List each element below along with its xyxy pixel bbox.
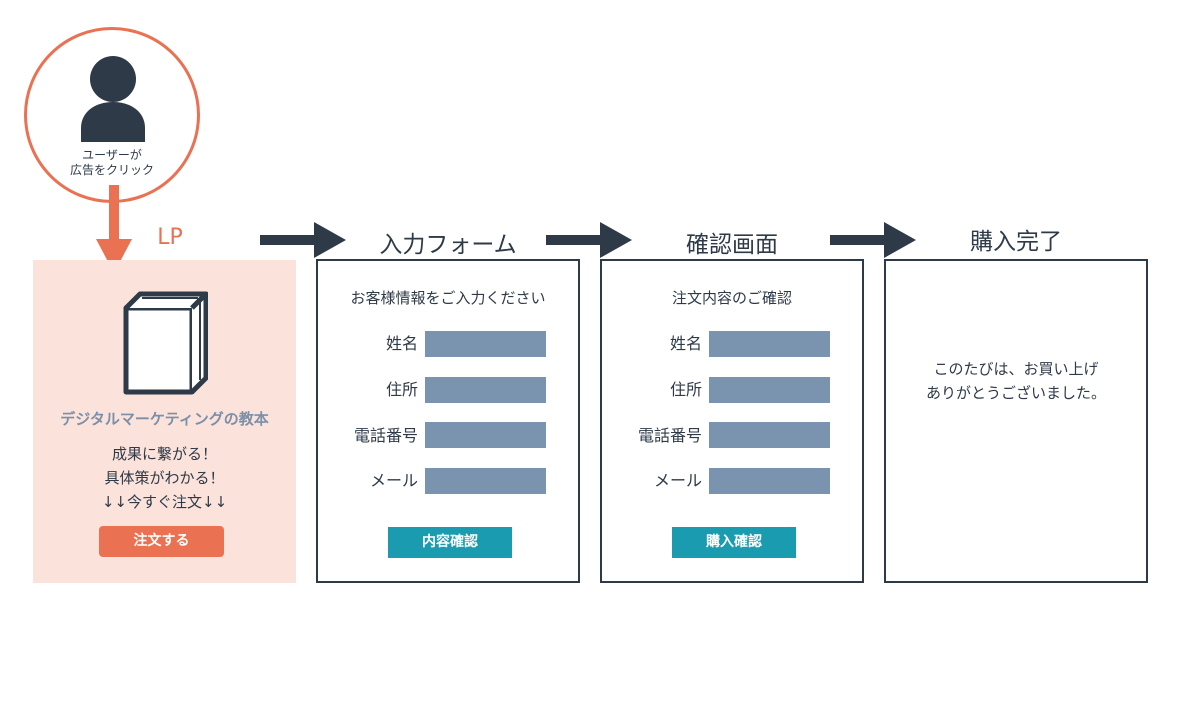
confirm-label-email: メール — [653, 471, 702, 490]
address-field[interactable] — [425, 377, 546, 403]
confirm-label-phone: 電話番号 — [637, 426, 702, 445]
phone-field[interactable] — [425, 422, 546, 448]
lp-book-title: デジタルマーケティングの教本 — [60, 410, 269, 428]
user-icon — [81, 56, 145, 142]
purchase-button[interactable]: 購入確認 — [672, 527, 796, 558]
input-label-phone: 電話番号 — [353, 426, 418, 445]
confirm-panel: 注文内容のご確認 姓名 住所 電話番号 メール 購入確認 — [600, 259, 864, 583]
review-button[interactable]: 内容確認 — [388, 527, 512, 558]
lp-copy-line-3: ↓↓今すぐ注文↓↓ — [101, 493, 228, 511]
thank-you-message: このたびは、お買い上げ ありがとうございました。 — [886, 357, 1146, 405]
confirm-phone-value — [709, 422, 830, 448]
down-arrow-icon — [96, 185, 132, 273]
lp-panel: デジタルマーケティングの教本 成果に繋がる！ 具体策がわかる！ ↓↓今すぐ注文↓… — [33, 260, 296, 583]
lp-label: LP — [157, 225, 183, 250]
complete-panel: このたびは、お買い上げ ありがとうございました。 — [884, 259, 1148, 583]
confirm-label-name: 姓名 — [669, 334, 702, 353]
right-arrow-icon — [546, 222, 632, 258]
confirm-name-value — [709, 331, 830, 357]
user-caption-line-1: ユーザーが — [82, 148, 142, 162]
step-input-form-label: 入力フォーム — [379, 232, 517, 258]
confirm-address-value — [709, 377, 830, 403]
input-label-address: 住所 — [385, 380, 418, 399]
lp-copy-line-2: 具体策がわかる！ — [104, 469, 225, 487]
input-label-email: メール — [369, 471, 418, 490]
confirm-email-value — [709, 468, 830, 494]
thank-you-line-2: ありがとうございました。 — [925, 384, 1106, 402]
order-button[interactable]: 注文する — [99, 526, 224, 557]
input-label-name: 姓名 — [385, 334, 418, 353]
right-arrow-icon — [260, 222, 346, 258]
input-form-panel: お客様情報をご入力ください 姓名 住所 電話番号 メール 内容確認 — [316, 259, 580, 583]
lp-copy: 成果に繋がる！ 具体策がわかる！ ↓↓今すぐ注文↓↓ — [33, 442, 296, 514]
step-complete-label: 購入完了 — [970, 229, 1062, 255]
user-caption-line-2: 広告をクリック — [69, 163, 154, 177]
thank-you-line-1: このたびは、お買い上げ — [933, 360, 1099, 378]
input-form-heading: お客様情報をご入力ください — [350, 289, 546, 307]
user-caption: ユーザーが 広告をクリック — [27, 148, 197, 178]
right-arrow-icon — [830, 222, 916, 258]
name-field[interactable] — [425, 331, 546, 357]
step-confirm-label: 確認画面 — [686, 232, 778, 258]
confirm-heading: 注文内容のご確認 — [671, 289, 792, 307]
confirm-label-address: 住所 — [669, 380, 702, 399]
book-icon — [123, 291, 208, 395]
email-field[interactable] — [425, 468, 546, 494]
lp-copy-line-1: 成果に繋がる！ — [111, 445, 217, 463]
user-node: ユーザーが 広告をクリック — [24, 27, 200, 203]
